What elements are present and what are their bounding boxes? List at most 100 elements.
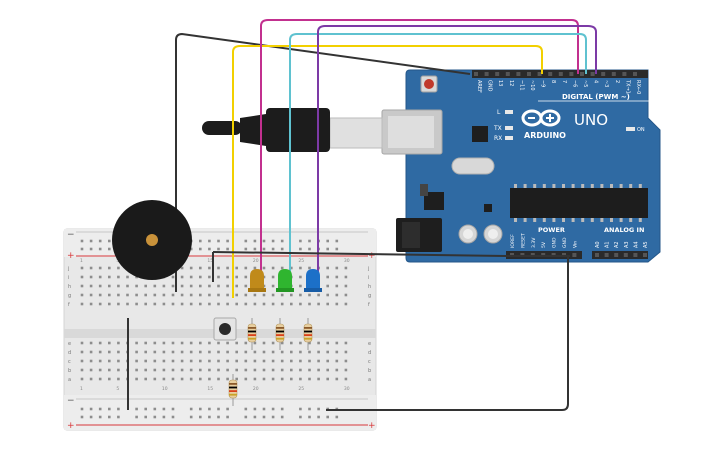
breadboard-hole[interactable] — [117, 284, 120, 288]
breadboard-hole[interactable] — [253, 377, 257, 381]
breadboard-hole[interactable] — [135, 275, 138, 279]
rail-hole[interactable] — [108, 247, 111, 251]
breadboard-hole[interactable] — [180, 266, 184, 270]
rail-hole[interactable] — [280, 247, 284, 251]
digital-pin[interactable] — [601, 72, 606, 76]
resistor[interactable] — [303, 318, 313, 350]
rail-hole[interactable] — [217, 239, 220, 243]
breadboard-hole[interactable] — [144, 284, 147, 288]
pushbutton[interactable] — [213, 317, 237, 341]
breadboard-hole[interactable] — [171, 368, 175, 372]
breadboard-hole[interactable] — [89, 350, 93, 354]
rail-hole[interactable] — [262, 239, 266, 243]
rail-hole[interactable] — [208, 247, 211, 251]
breadboard-hole[interactable] — [235, 284, 238, 288]
breadboard-hole[interactable] — [89, 284, 93, 288]
breadboard-hole[interactable] — [162, 350, 166, 354]
breadboard-hole[interactable] — [180, 341, 184, 345]
rail-hole[interactable] — [271, 415, 275, 419]
breadboard-hole[interactable] — [290, 377, 293, 381]
breadboard-hole[interactable] — [199, 275, 202, 279]
rail-hole[interactable] — [244, 239, 248, 243]
breadboard-hole[interactable] — [199, 350, 202, 354]
breadboard-hole[interactable] — [280, 368, 284, 372]
breadboard-hole[interactable] — [108, 368, 111, 372]
rail-hole[interactable] — [271, 239, 275, 243]
digital-pin[interactable] — [558, 72, 563, 76]
breadboard-hole[interactable] — [280, 266, 284, 270]
rail-hole[interactable] — [199, 239, 202, 243]
breadboard-hole[interactable] — [226, 266, 229, 270]
breadboard-hole[interactable] — [244, 359, 248, 363]
breadboard-hole[interactable] — [344, 284, 348, 288]
breadboard-hole[interactable] — [262, 341, 266, 345]
breadboard-hole[interactable] — [144, 377, 147, 381]
breadboard-hole[interactable] — [98, 350, 102, 354]
analog-pin[interactable] — [595, 253, 599, 257]
breadboard-hole[interactable] — [98, 359, 102, 363]
breadboard-hole[interactable] — [117, 350, 120, 354]
rail-hole[interactable] — [117, 407, 120, 411]
rail-hole[interactable] — [271, 247, 275, 251]
breadboard-hole[interactable] — [326, 341, 329, 345]
breadboard-hole[interactable] — [299, 293, 302, 297]
breadboard-hole[interactable] — [244, 266, 248, 270]
breadboard-hole[interactable] — [162, 368, 166, 372]
breadboard-hole[interactable] — [171, 377, 175, 381]
resistors[interactable] — [228, 318, 313, 406]
breadboard-hole[interactable] — [235, 368, 238, 372]
breadboard-hole[interactable] — [290, 368, 293, 372]
breadboard-hole[interactable] — [80, 368, 84, 372]
rail-hole[interactable] — [308, 239, 311, 243]
breadboard-hole[interactable] — [108, 377, 111, 381]
breadboard-hole[interactable] — [189, 359, 193, 363]
breadboard-hole[interactable] — [226, 302, 229, 306]
digital-pin[interactable] — [527, 72, 531, 76]
rail-hole[interactable] — [217, 415, 220, 419]
rail-hole[interactable] — [108, 415, 111, 419]
rail-hole[interactable] — [335, 247, 339, 251]
digital-pin[interactable] — [633, 72, 637, 76]
rail-hole[interactable] — [299, 239, 302, 243]
rail-hole[interactable] — [326, 239, 329, 243]
breadboard-hole[interactable] — [217, 368, 220, 372]
rail-hole[interactable] — [89, 407, 93, 411]
analog-pin[interactable] — [604, 253, 609, 257]
breadboard-hole[interactable] — [335, 359, 339, 363]
breadboard-hole[interactable] — [208, 341, 211, 345]
breadboard-hole[interactable] — [344, 377, 348, 381]
breadboard-hole[interactable] — [244, 302, 248, 306]
breadboard-hole[interactable] — [108, 341, 111, 345]
breadboard-hole[interactable] — [80, 293, 84, 297]
breadboard-hole[interactable] — [290, 293, 293, 297]
breadboard-hole[interactable] — [290, 266, 293, 270]
breadboard-hole[interactable] — [262, 350, 266, 354]
breadboard-hole[interactable] — [153, 293, 157, 297]
breadboard-hole[interactable] — [326, 377, 329, 381]
breadboard-hole[interactable] — [144, 359, 147, 363]
breadboard-hole[interactable] — [117, 341, 120, 345]
breadboard-hole[interactable] — [317, 368, 320, 372]
breadboard-hole[interactable] — [199, 284, 202, 288]
rail-hole[interactable] — [199, 407, 202, 411]
breadboard-hole[interactable] — [217, 302, 220, 306]
rail-hole[interactable] — [226, 415, 229, 419]
breadboard-hole[interactable] — [326, 359, 329, 363]
power-pin[interactable] — [520, 253, 525, 257]
rail-hole[interactable] — [326, 247, 329, 251]
breadboard-hole[interactable] — [208, 302, 211, 306]
digital-pin[interactable] — [537, 72, 542, 76]
breadboard-hole[interactable] — [308, 377, 311, 381]
breadboard-hole[interactable] — [153, 359, 157, 363]
digital-pin[interactable] — [611, 72, 616, 76]
rail-hole[interactable] — [253, 415, 257, 419]
breadboard-hole[interactable] — [299, 368, 302, 372]
digital-pin[interactable] — [622, 72, 627, 76]
breadboard-hole[interactable] — [180, 284, 184, 288]
breadboard-hole[interactable] — [262, 377, 266, 381]
resistor[interactable] — [275, 318, 285, 350]
digital-pin[interactable] — [569, 72, 574, 76]
breadboard-hole[interactable] — [189, 368, 193, 372]
analog-pin[interactable] — [643, 253, 647, 257]
breadboard-hole[interactable] — [144, 293, 147, 297]
